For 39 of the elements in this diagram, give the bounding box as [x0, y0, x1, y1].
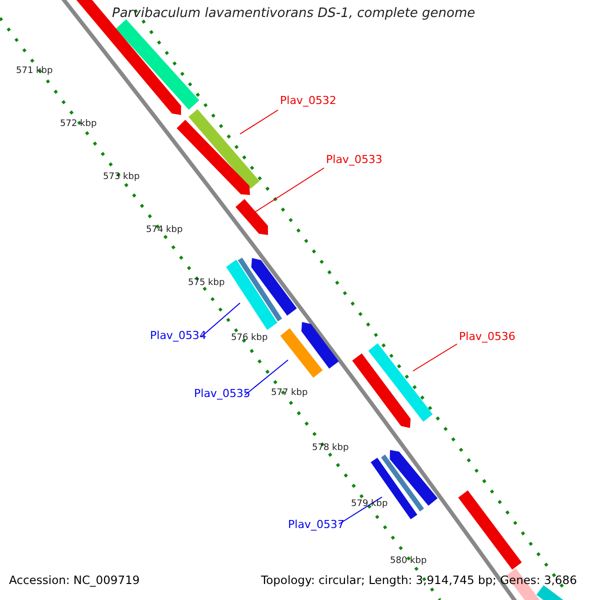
gene-feature: [176, 120, 250, 195]
footer-text: Accession: NC_009719: [9, 574, 140, 588]
title: Parvibaculum lavamentivorans DS-1, complete genome: [111, 5, 476, 23]
leader-line: [338, 496, 382, 524]
gene-label: Plav_0536: [459, 331, 516, 344]
gene-feature: [352, 353, 411, 428]
gene-feature: [370, 458, 418, 520]
gene-feature: [280, 328, 323, 378]
tick-label: 573 kbp: [103, 172, 140, 182]
tick-label: 576 kbp: [231, 333, 268, 344]
gene-feature: [390, 450, 438, 506]
gene-feature: [301, 322, 339, 369]
tick-label: 574 kbp: [146, 225, 183, 236]
tick-label: 571 kbp: [16, 66, 53, 76]
footer-text: Topology: circular; Length: 3,914,745 bp; Genes: 3,686: [261, 574, 577, 588]
gene-label: Plav_0534: [150, 330, 206, 343]
leader-line: [244, 360, 288, 396]
leader-line: [254, 168, 324, 212]
gene-feature: [251, 258, 297, 316]
tick-label: 577 kbp: [271, 388, 308, 398]
tick-label: 575 kbp: [188, 278, 225, 288]
gene-label: Plav_0532: [280, 95, 336, 108]
gene-feature: [458, 490, 522, 570]
leader-line: [240, 110, 278, 134]
tick-label: 572 kbp: [60, 119, 97, 130]
gene-feature: [238, 258, 282, 322]
gene-feature: [236, 199, 268, 235]
leader-line: [200, 302, 240, 338]
gene-feature: [368, 343, 433, 422]
gene-feature: [188, 109, 260, 189]
gene-feature: [116, 19, 200, 110]
gene-label: Plav_0537: [288, 519, 344, 532]
tick-label: 580 kbp: [390, 556, 427, 566]
tick-label: 579 kbp: [351, 499, 388, 510]
leader-line: [412, 344, 458, 372]
tick-label: 578 kbp: [312, 443, 349, 454]
gene-label: Plav_0535: [194, 388, 250, 401]
gene-feature: [536, 585, 564, 600]
gene-label: Plav_0533: [326, 154, 382, 167]
